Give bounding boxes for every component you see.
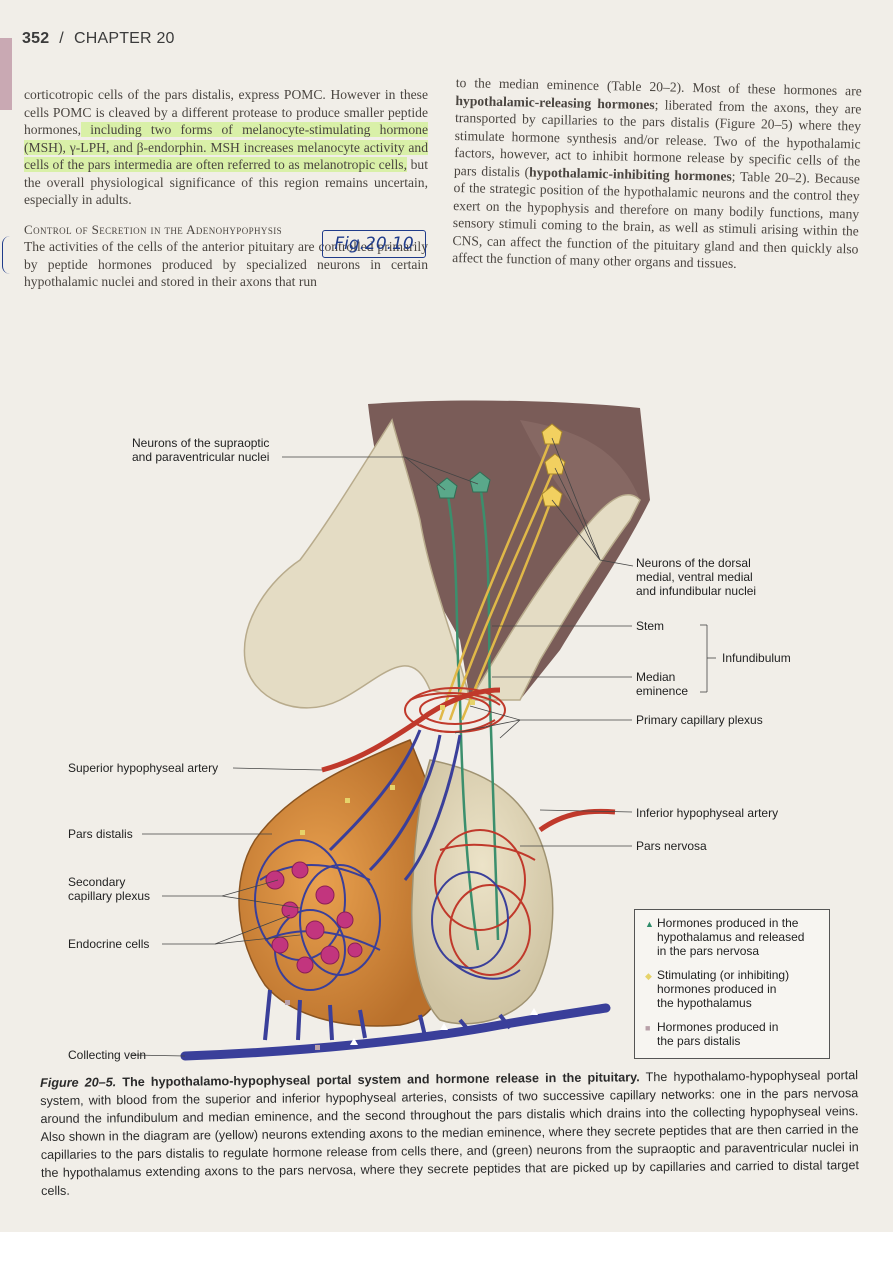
legend-item-pars-distalis-hormones: Hormones produced in the pars distalis: [657, 1020, 779, 1048]
label-endocrine-cells: Endocrine cells: [68, 937, 150, 951]
label-pars-nervosa: Pars nervosa: [636, 839, 707, 853]
label-median-eminence: Median eminence: [636, 670, 689, 698]
page-header: 352 / CHAPTER 20: [22, 30, 175, 48]
label-superior-artery: Superior hypophyseal artery: [68, 761, 219, 775]
collecting-vein-vessel: [180, 1003, 611, 1061]
left-paragraph-1: corticotropic cells of the pars distalis…: [24, 87, 428, 207]
label-secondary-plexus: Secondary capillary plexus: [68, 875, 151, 903]
square-icon: ■: [645, 1023, 651, 1033]
diamond-icon: ◆: [645, 971, 652, 981]
label-collecting-vein: Collecting vein: [68, 1048, 147, 1062]
section-heading: Control of Secretion in the Adenohypophy…: [24, 221, 283, 237]
triangle-icon: ▲: [645, 919, 654, 929]
inferior-hypophyseal-artery: [538, 808, 616, 833]
pituitary-diagram: [131, 400, 716, 1061]
portal-veins: [328, 729, 462, 881]
nervosa-capillaries: [434, 829, 536, 976]
label-stem: Stem: [636, 619, 665, 633]
left-text-column: corticotropic cells of the pars distalis…: [24, 86, 428, 291]
handwritten-margin-bracket: [2, 236, 13, 274]
primary-capillary-plexus: [404, 687, 506, 733]
label-neurons-supraoptic: Neurons of the supraoptic and paraventri…: [132, 436, 270, 464]
pars-nervosa-shape: [410, 759, 554, 1025]
caption-figure-label: Figure 20–5.: [40, 1075, 117, 1090]
chapter-title: CHAPTER 20: [73, 30, 175, 47]
header-separator: /: [59, 30, 64, 47]
page-edge-tab: [0, 38, 12, 110]
infundibular-stalk: [243, 418, 641, 709]
endocrine-cells: [265, 861, 363, 974]
leader-lines: [131, 437, 716, 1057]
highlighted-text: including two forms of melanocyte-stimul…: [24, 122, 428, 172]
handwritten-figure-note: Fig.20.10: [322, 230, 426, 258]
hormone-markers: [285, 700, 538, 1050]
figure-legend: ▲ Hormones produced in the hypothalamus …: [634, 909, 830, 1059]
label-infundibulum: Infundibulum: [722, 651, 791, 665]
left-paragraph-2: The activities of the cells of the anter…: [24, 239, 428, 289]
book-page: 352 / CHAPTER 20 corticotropic cells of th…: [0, 0, 893, 1232]
nervosa-veins: [431, 871, 521, 980]
legend-item-stimulating-hormones: Stimulating (or inhibiting) hormones pro…: [657, 968, 790, 1010]
yellow-neuron-body-1: [541, 423, 563, 445]
green-neuron-body-2: [469, 471, 491, 493]
yellow-neuron-body-3: [541, 485, 563, 507]
label-inferior-artery: Inferior hypophyseal artery: [636, 806, 779, 820]
label-primary-plexus: Primary capillary plexus: [636, 713, 763, 727]
label-pars-distalis: Pars distalis: [68, 827, 133, 841]
label-neurons-dorsal: Neurons of the dorsal medial, ventral me…: [636, 556, 757, 598]
page-number: 352: [22, 30, 50, 47]
figure-caption: Figure 20–5. The hypothalamo-hypophyseal…: [40, 1066, 859, 1200]
caption-title: The hypothalamo-hypophyseal portal syste…: [122, 1070, 640, 1090]
legend-item-hypothalamus-released: Hormones produced in the hypothalamus an…: [657, 916, 805, 958]
